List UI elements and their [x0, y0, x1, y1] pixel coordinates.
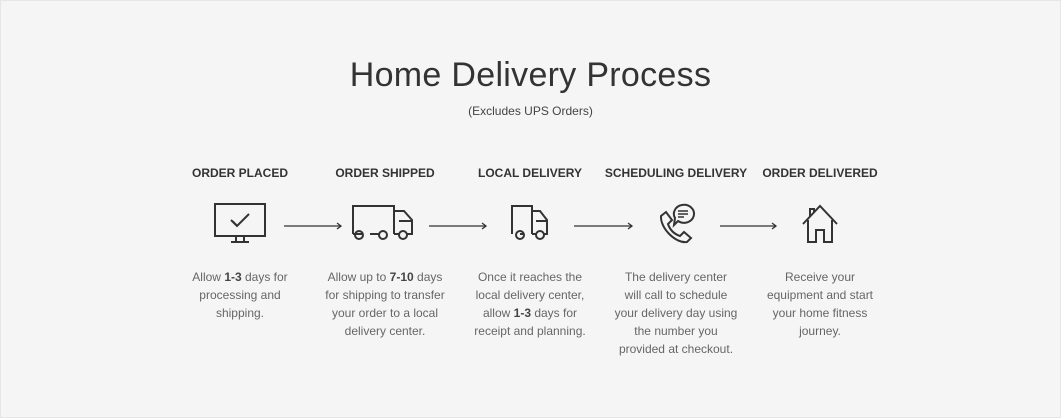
step-title: ORDER SHIPPED: [335, 166, 435, 180]
arrow-right-icon: [720, 217, 778, 230]
description-line: local delivery center,: [455, 286, 605, 304]
description-text: days: [413, 270, 443, 284]
description-text: receipt and planning.: [474, 324, 586, 338]
description-text: local delivery center,: [475, 288, 585, 302]
description-line: allow 1-3 days for: [455, 304, 605, 322]
highlight-text: 1-3: [224, 270, 242, 284]
arrow-right-icon: [574, 217, 634, 230]
description-text: Allow: [192, 270, 225, 284]
step-title: ORDER DELIVERED: [762, 166, 878, 180]
description-text: provided at checkout.: [618, 342, 734, 356]
description-line: journey.: [745, 322, 895, 340]
description-line: Once it reaches the: [455, 268, 605, 286]
process-step: LOCAL DELIVERY Once it reaches the local d…: [455, 166, 605, 338]
phone-message-icon: [636, 202, 716, 248]
arrow-right-icon: [284, 217, 343, 230]
description-line: Allow up to 7-10 days: [310, 268, 460, 286]
step-description: Receive your equipment and start your home…: [745, 268, 895, 340]
house-icon: [780, 202, 860, 248]
description-line: delivery center.: [310, 322, 460, 340]
description-line: your delivery day using: [601, 304, 751, 322]
process-step: ORDER SHIPPED Allow up to 7-10 days for sh…: [310, 166, 460, 338]
description-text: days for: [531, 306, 578, 320]
description-text: shipping.: [215, 306, 265, 320]
description-line: Allow 1-3 days for: [165, 268, 315, 286]
arrow-right-icon: [429, 217, 488, 230]
description-line: The delivery center: [601, 268, 751, 286]
description-line: provided at checkout.: [601, 340, 751, 358]
step-description: Allow 1-3 days for processing and shipping…: [165, 268, 315, 322]
page-subtitle: (Excludes UPS Orders): [468, 104, 593, 118]
step-description: Once it reaches the local delivery center…: [455, 268, 605, 340]
description-text: Receive your: [784, 270, 856, 284]
process-step: ORDER PLACED Allow 1-3 days for processing…: [165, 166, 315, 320]
monitor-check-icon: [200, 202, 280, 248]
description-text: for shipping to transfer: [325, 288, 445, 302]
description-text: allow: [482, 306, 514, 320]
description-text: journey.: [799, 324, 841, 338]
process-step: ORDER DELIVERED Receive your equipment and…: [745, 166, 895, 338]
highlight-text: 7-10: [389, 270, 414, 284]
description-text: the number you: [634, 324, 718, 338]
page-title: Home Delivery Process: [349, 56, 712, 94]
description-line: your home fitness: [745, 304, 895, 322]
small-truck-icon: [490, 202, 570, 248]
step-title: SCHEDULING DELIVERY: [604, 166, 748, 180]
large-truck-icon: [345, 202, 425, 248]
highlight-text: 1-3: [513, 306, 531, 320]
description-line: your order to a local: [310, 304, 460, 322]
step-description: The delivery center will call to schedule…: [601, 268, 751, 358]
step-title: LOCAL DELIVERY: [477, 166, 582, 180]
description-text: your home fitness: [772, 306, 868, 320]
description-line: processing and: [165, 286, 315, 304]
description-text: equipment and start: [766, 288, 874, 302]
description-text: Once it reaches the: [477, 270, 583, 284]
description-text: The delivery center: [624, 270, 728, 284]
step-description: Allow up to 7-10 days for shipping to tra…: [310, 268, 460, 340]
description-line: Receive your: [745, 268, 895, 286]
process-step: SCHEDULING DELIVERY The delivery center wi…: [601, 166, 751, 356]
description-text: processing and: [199, 288, 281, 302]
description-line: will call to schedule: [601, 286, 751, 304]
step-title: ORDER PLACED: [191, 166, 288, 180]
description-line: equipment and start: [745, 286, 895, 304]
description-line: the number you: [601, 322, 751, 340]
description-line: for shipping to transfer: [310, 286, 460, 304]
description-text: will call to schedule: [624, 288, 728, 302]
description-text: your delivery day using: [614, 306, 738, 320]
description-line: receipt and planning.: [455, 322, 605, 340]
description-text: days for: [241, 270, 288, 284]
description-text: delivery center.: [344, 324, 426, 338]
description-line: shipping.: [165, 304, 315, 322]
description-text: Allow up to: [327, 270, 390, 284]
description-text: your order to a local: [331, 306, 439, 320]
